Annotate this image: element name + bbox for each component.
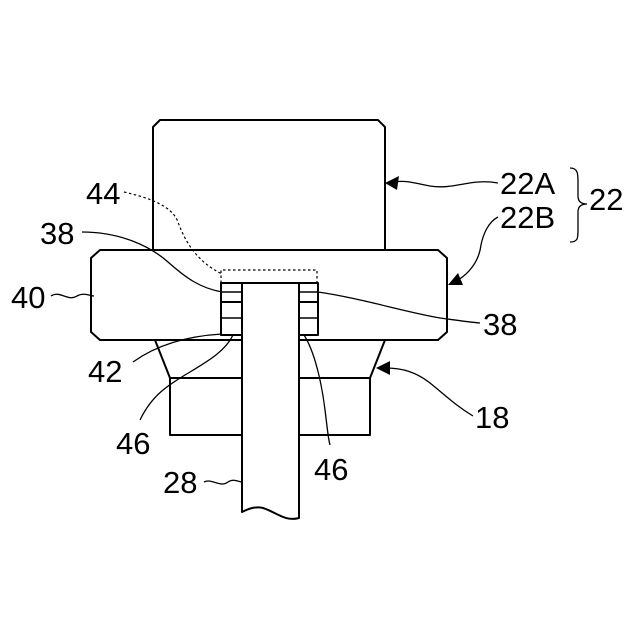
label-38-lower: 38 xyxy=(483,307,517,342)
leader-40 xyxy=(51,294,94,298)
arrow-22a xyxy=(385,176,399,190)
label-44: 44 xyxy=(86,176,120,211)
leader-28 xyxy=(204,480,242,484)
arrow-18 xyxy=(376,361,390,375)
upper-block-22a xyxy=(153,120,385,250)
label-22a: 22A xyxy=(500,166,555,201)
label-22: 22 xyxy=(589,182,623,217)
label-28: 28 xyxy=(163,465,197,500)
shaft-28 xyxy=(242,283,299,519)
label-46-right: 46 xyxy=(314,452,348,487)
leader-22a xyxy=(395,181,498,186)
label-46-left: 46 xyxy=(116,426,150,461)
leader-22b xyxy=(458,217,498,280)
brace-22 xyxy=(570,168,587,242)
label-18: 18 xyxy=(475,400,509,435)
label-40: 40 xyxy=(11,280,45,315)
label-38-upper: 38 xyxy=(40,216,74,251)
label-42: 42 xyxy=(88,354,122,389)
label-22b: 22B xyxy=(500,200,555,235)
leader-18 xyxy=(386,368,473,416)
